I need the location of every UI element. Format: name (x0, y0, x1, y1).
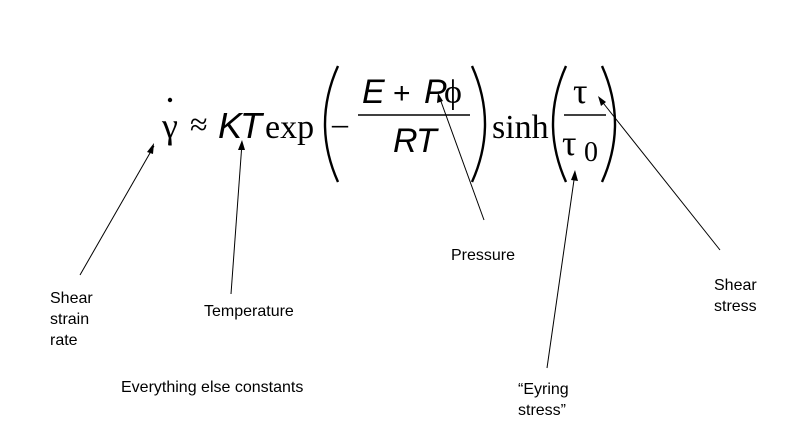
arrowhead-pressure (437, 93, 443, 103)
gamma-symbol: γ (161, 106, 178, 146)
arrowhead-eyring-stress (571, 170, 578, 181)
arrow-shear-stress (599, 98, 721, 251)
gamma-dot (167, 97, 173, 103)
approx-symbol: ≈ (190, 106, 208, 142)
tau-denominator: τ (562, 123, 576, 163)
left-paren-exp (323, 65, 340, 183)
denominator-t: T (416, 122, 439, 160)
energy-e: E (362, 73, 385, 111)
sinh-function: sinh (492, 109, 549, 146)
arrowhead-shear-stress (598, 96, 606, 106)
gas-constant-r: R (393, 122, 418, 160)
tau-subscript-zero: 0 (584, 137, 598, 168)
minus-sign: – (331, 105, 349, 141)
arrow-eyring-stress (546, 172, 576, 369)
label-constants-note: Everything else constants (121, 379, 304, 396)
label-shear-strain-rate: Shear strain rate (50, 290, 93, 349)
arrowhead-shear-strain-rate (147, 143, 154, 154)
right-paren-exp (470, 65, 487, 183)
arrow-temperature (230, 142, 243, 295)
arrow-pressure (438, 95, 485, 221)
label-shear-stress: Shear stress (714, 277, 757, 315)
phi-symbol: ϕ (444, 74, 462, 111)
constant-k: K (218, 105, 244, 146)
plus-sign: + (393, 77, 411, 110)
exp-function: exp (265, 109, 314, 146)
arrow-shear-strain-rate (79, 145, 155, 276)
label-pressure: Pressure (451, 247, 516, 264)
label-temperature: Temperature (204, 303, 294, 320)
arrowhead-temperature (238, 140, 245, 150)
temperature-t: T (240, 105, 265, 146)
tau-numerator: τ (573, 71, 587, 111)
label-eyring-stress: “Eyring stress” (518, 381, 569, 419)
left-paren-sinh (551, 65, 568, 183)
right-paren-sinh (600, 65, 617, 183)
